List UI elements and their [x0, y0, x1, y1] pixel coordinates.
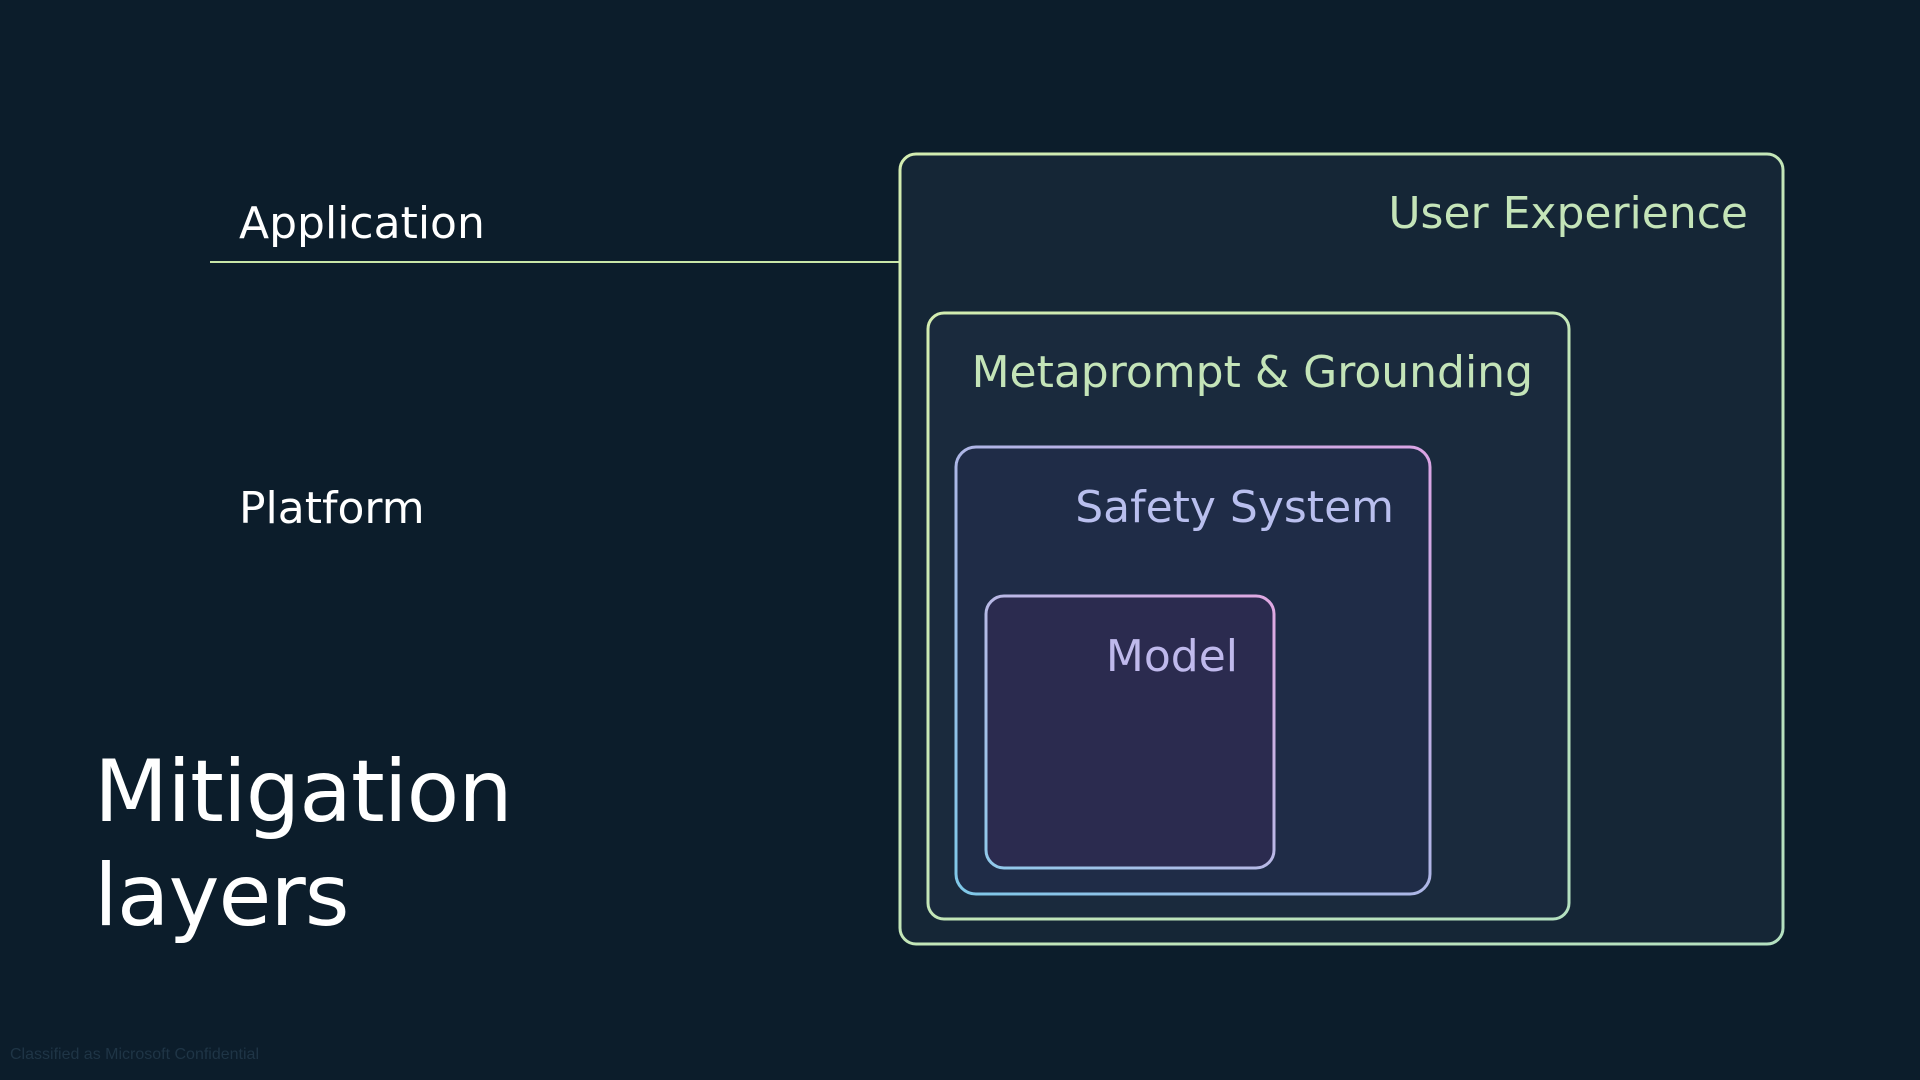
safety-system-label: Safety System	[1075, 482, 1394, 533]
slide-title-line-1: Mitigation	[94, 742, 513, 842]
slide-title: Mitigation layers	[94, 740, 513, 948]
slide-title-line-2: layers	[94, 846, 350, 946]
platform-layer-label: Platform	[239, 483, 425, 534]
model-label: Model	[1105, 631, 1238, 682]
classification-footer: Classified as Microsoft Confidential	[10, 1046, 259, 1063]
metaprompt-grounding-label: Metaprompt & Grounding	[971, 347, 1533, 398]
user-experience-label: User Experience	[1388, 188, 1748, 239]
application-layer-label: Application	[239, 198, 485, 249]
model-box	[984, 594, 1276, 870]
